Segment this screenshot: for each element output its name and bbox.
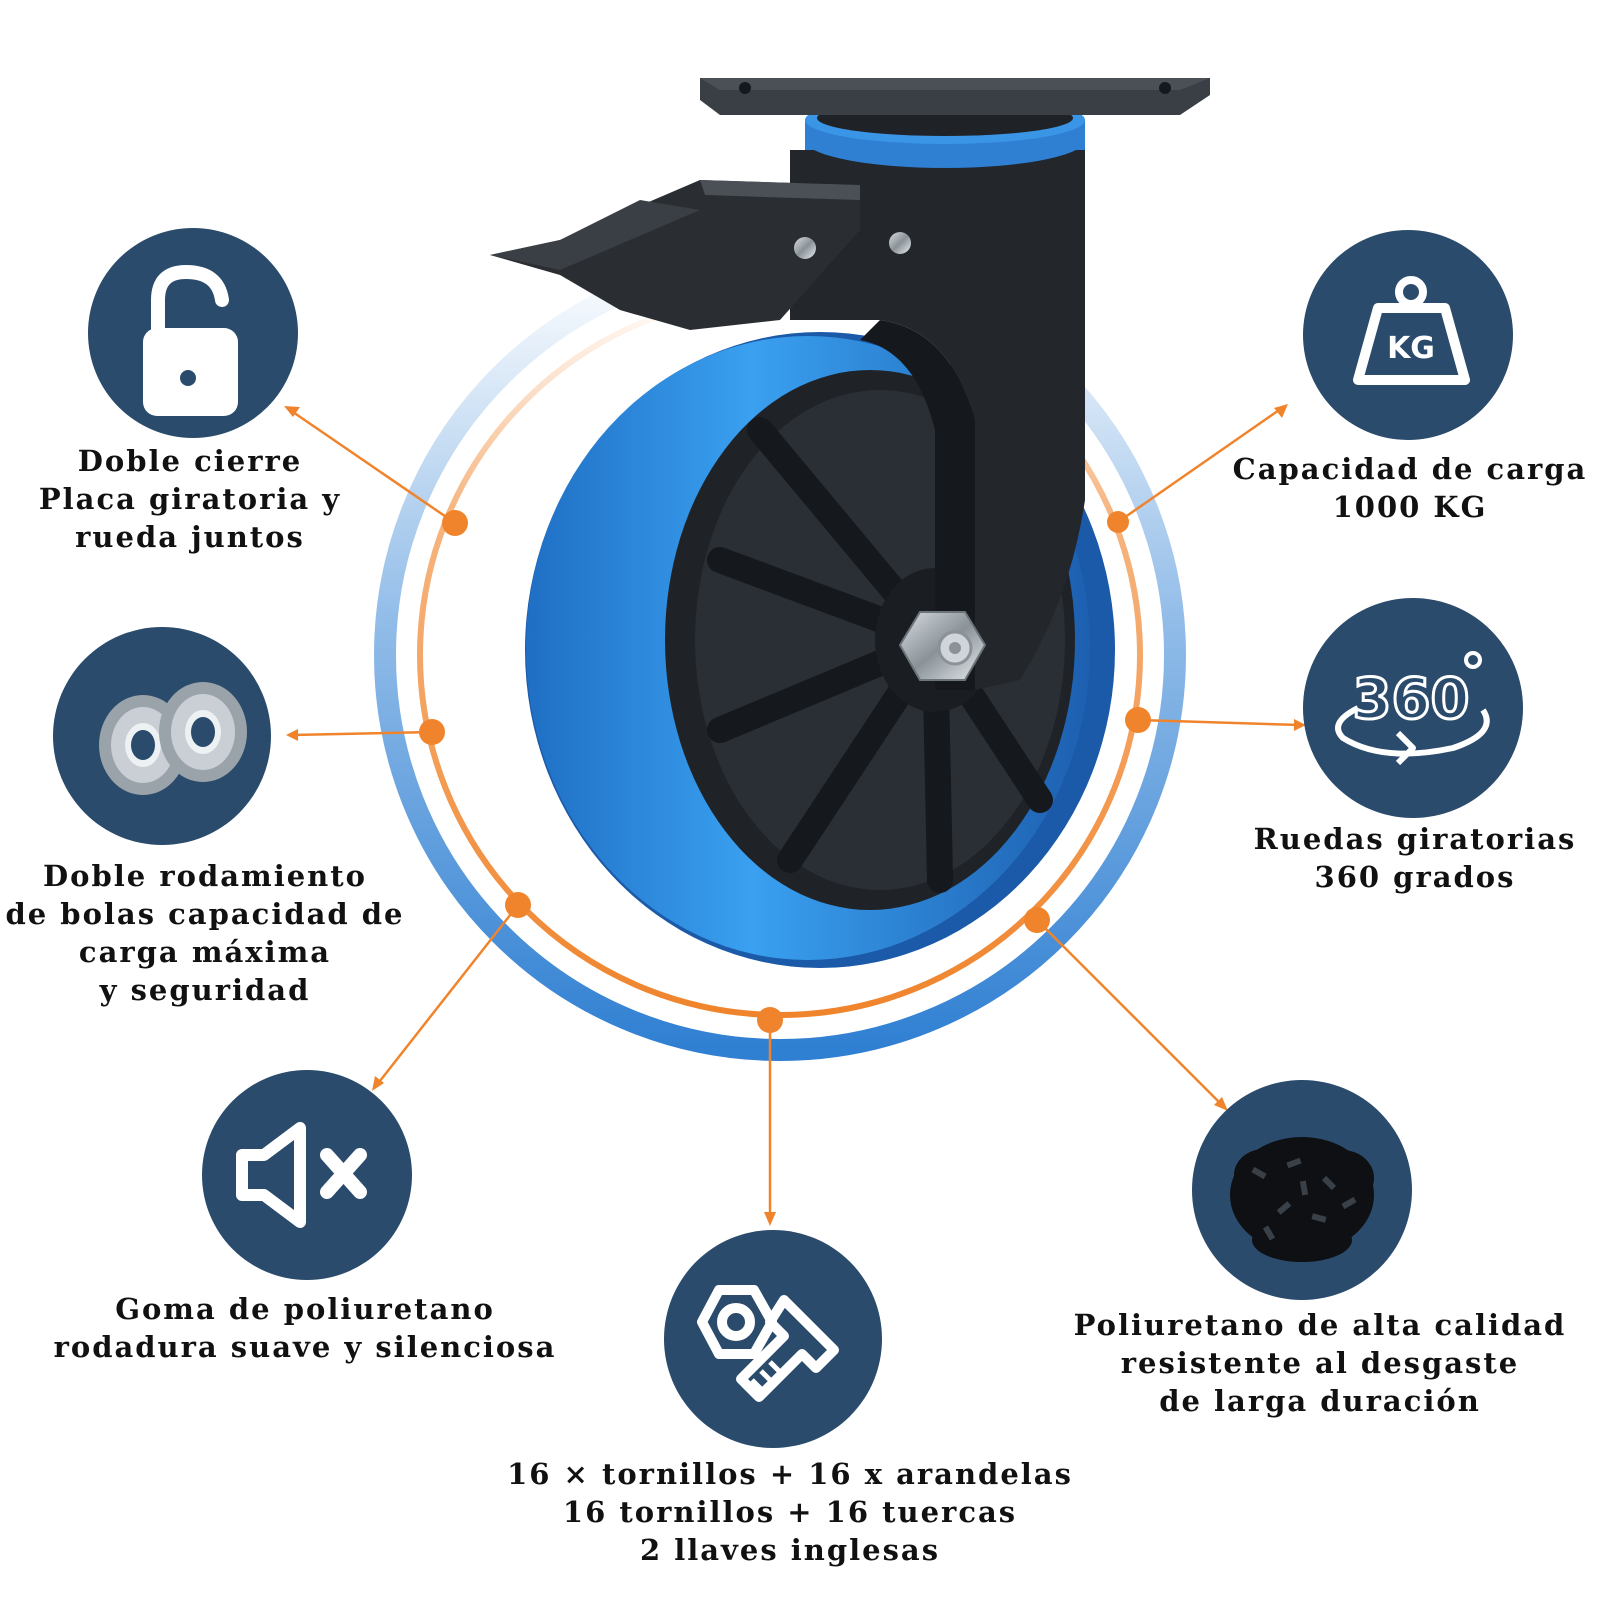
caption-double-lock: Doble cierre Placa giratoria y rueda jun…	[38, 444, 342, 554]
caster-fork	[490, 78, 1210, 690]
callout-arrowheads	[284, 404, 1306, 1226]
caption-360-swivel: Ruedas giratorias 360 grados	[1253, 822, 1577, 894]
caption-quiet-rubber: Goma de poliuretano rodadura suave y sil…	[53, 1292, 557, 1364]
ball-bearings-icon	[53, 627, 271, 845]
caption-hardware-kit: 16 × tornillos + 16 x arandelas 16 torni…	[507, 1457, 1073, 1567]
callout-lines	[289, 406, 1301, 1220]
caption-polyurethane-quality: Poliuretano de alta calidad resistente a…	[1073, 1308, 1567, 1418]
caption-load-capacity: Capacidad de carga 1000 KG	[1232, 452, 1588, 524]
unlocked-padlock-icon	[88, 228, 298, 438]
callout-dots	[419, 510, 1151, 1033]
polyurethane-granules-icon	[1192, 1080, 1412, 1300]
bolt-and-nut-icon	[664, 1230, 882, 1448]
kg-weight-icon: KG	[1303, 230, 1513, 440]
caption-ball-bearings: Doble rodamiento de bolas capacidad de c…	[5, 859, 405, 1007]
rotation-360-label: 360	[1353, 667, 1470, 732]
rotation-360-icon: 360	[1303, 598, 1523, 818]
kg-label: KG	[1387, 331, 1435, 366]
muted-speaker-icon	[202, 1070, 412, 1280]
